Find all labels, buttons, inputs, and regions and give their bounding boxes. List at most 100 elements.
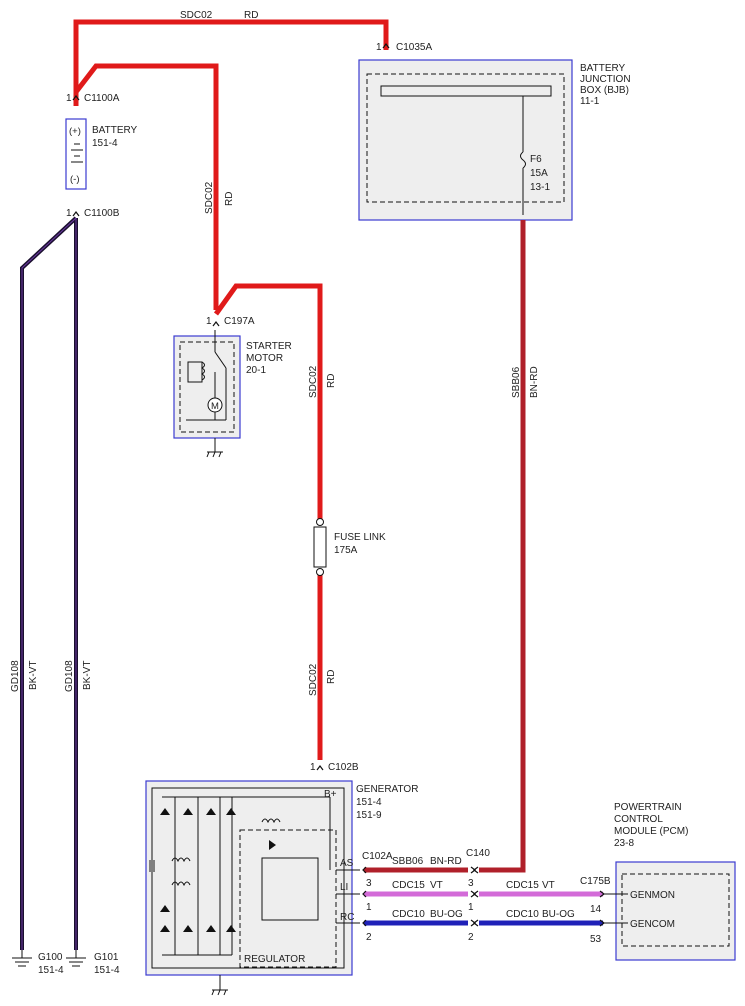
c102a-label: C102A xyxy=(362,851,393,862)
c1035a-label: C1035A xyxy=(396,42,432,53)
battery-plus: (+) xyxy=(69,126,81,137)
c1100b-pin: 1 xyxy=(66,208,72,219)
generator-ref2: 151-9 xyxy=(356,810,382,821)
top-wire-color: RD xyxy=(244,10,258,21)
pcm-gencom: GENCOM xyxy=(630,919,675,930)
generator-box[interactable] xyxy=(145,780,353,976)
generator-li: LI xyxy=(340,882,348,893)
wire-gd108-g100[interactable] xyxy=(20,216,78,950)
li-left-circuit: CDC15 xyxy=(392,880,425,891)
pcm-title-3: MODULE (PCM) xyxy=(614,826,688,837)
pcm-ref: 23-8 xyxy=(614,838,634,849)
c175b-pin-li: 14 xyxy=(590,904,602,915)
li-right-circuit: CDC15 xyxy=(506,880,539,891)
rectifier-diodes-icon xyxy=(162,796,330,956)
battery-ref: 151-4 xyxy=(92,138,118,149)
wire-g100-color: BK-VT xyxy=(28,661,39,690)
wire-bs-circuit: SDC02 xyxy=(204,181,215,214)
c1100b-label: C1100B xyxy=(84,208,120,219)
c140-pin-rc: 2 xyxy=(468,932,474,943)
li-left-color: VT xyxy=(430,880,443,891)
wire-bs-color: RD xyxy=(224,192,235,206)
fuse-link-175a[interactable] xyxy=(313,526,327,568)
c175b-label: C175B xyxy=(580,876,611,887)
generator-ground-icon xyxy=(211,975,228,996)
c102b-pin: 1 xyxy=(310,762,316,773)
g101-ref: 151-4 xyxy=(94,965,120,976)
wire-g101-color: BK-VT xyxy=(82,661,93,690)
generator-name: GENERATOR xyxy=(356,784,418,795)
motor-m-icon: M xyxy=(211,401,219,412)
c1035a-pin: 1 xyxy=(376,42,382,53)
connector-arrows-icon xyxy=(72,43,605,927)
c102a-pin-as: 3 xyxy=(366,878,372,889)
fuse-f6-rating: 15A xyxy=(530,168,548,179)
c140-pin-li: 1 xyxy=(468,902,474,913)
rc-left-circuit: CDC10 xyxy=(392,909,425,920)
c197a-pin: 1 xyxy=(206,316,212,327)
starter-ref: 20-1 xyxy=(246,365,266,376)
generator-rc: RC xyxy=(340,912,354,923)
c102b-label: C102B xyxy=(328,762,359,773)
wire-bjb-color: BN-RD xyxy=(529,366,540,398)
battery-minus: (-) xyxy=(70,174,80,185)
starter-ground-icon xyxy=(206,438,223,458)
regulator-box xyxy=(239,829,337,968)
rc-right-color: BU-OG xyxy=(542,909,575,920)
starter-title-2: MOTOR xyxy=(246,353,283,364)
battery-symbol[interactable] xyxy=(65,118,87,190)
c1100a-label: C1100A xyxy=(84,93,120,104)
fuse-f6-icon xyxy=(520,151,526,169)
wire-bjb-circuit: SBB06 xyxy=(511,366,522,398)
fuse-f6-name: F6 xyxy=(530,154,542,165)
fuse-link-rating: 175A xyxy=(334,545,358,556)
g101-name: G101 xyxy=(94,952,119,963)
wire-sdc02-starter-fuse[interactable] xyxy=(213,283,323,522)
wire-sdc02-top[interactable] xyxy=(73,19,389,106)
wire-sf-circuit: SDC02 xyxy=(308,365,319,398)
stator-coils-icon xyxy=(149,818,281,887)
c102a-pin-rc: 2 xyxy=(366,932,372,943)
g100-name: G100 xyxy=(38,952,63,963)
ground-g100-icon xyxy=(12,950,32,967)
as-color: BN-RD xyxy=(430,856,462,867)
c140-pin-as: 3 xyxy=(468,878,474,889)
c102a-pin-li: 1 xyxy=(366,902,372,913)
wire-fg-circuit: SDC02 xyxy=(308,663,319,696)
starter-motor-box[interactable] xyxy=(173,335,241,439)
battery-junction-box[interactable] xyxy=(358,59,573,221)
pcm-title-2: CONTROL xyxy=(614,814,663,825)
starter-title-1: STARTER xyxy=(246,341,292,352)
fuse-f6-ref: 13-1 xyxy=(530,182,550,193)
pcm-title-1: POWERTRAIN xyxy=(614,802,682,813)
pcm-genmon: GENMON xyxy=(630,890,675,901)
generator-bplus: B+ xyxy=(324,789,337,800)
bjb-title-1: BATTERY xyxy=(580,63,626,74)
bjb-title-2: JUNCTION xyxy=(580,74,631,85)
wire-sbb06-bjb-c140[interactable] xyxy=(479,220,526,873)
top-wire-circuit: SDC02 xyxy=(180,10,213,21)
regulator-label: REGULATOR xyxy=(244,954,305,965)
rc-left-color: BU-OG xyxy=(430,909,463,920)
wire-fg-color: RD xyxy=(326,670,337,684)
c197a-label: C197A xyxy=(224,316,255,327)
wire-g101-circuit: GD108 xyxy=(64,660,75,692)
g100-ref: 151-4 xyxy=(38,965,64,976)
c140-label: C140 xyxy=(466,848,490,859)
bjb-ref: 11-1 xyxy=(580,96,600,107)
c175b-pin-rc: 53 xyxy=(590,934,602,945)
pcm-box[interactable] xyxy=(615,861,736,961)
ground-g101-icon xyxy=(66,950,86,967)
wire-sdc02-battery-starter[interactable] xyxy=(74,63,219,310)
bjb-title-3: BOX (BJB) xyxy=(580,85,629,96)
generator-as: AS xyxy=(340,858,354,869)
battery-name: BATTERY xyxy=(92,125,138,136)
starter-motor-icon xyxy=(207,397,223,413)
fuse-link-title: FUSE LINK xyxy=(334,532,386,543)
wire-sf-color: RD xyxy=(326,374,337,388)
c1100a-pin: 1 xyxy=(66,93,72,104)
rc-right-circuit: CDC10 xyxy=(506,909,539,920)
generator-ref1: 151-4 xyxy=(356,797,382,808)
li-right-color: VT xyxy=(542,880,555,891)
